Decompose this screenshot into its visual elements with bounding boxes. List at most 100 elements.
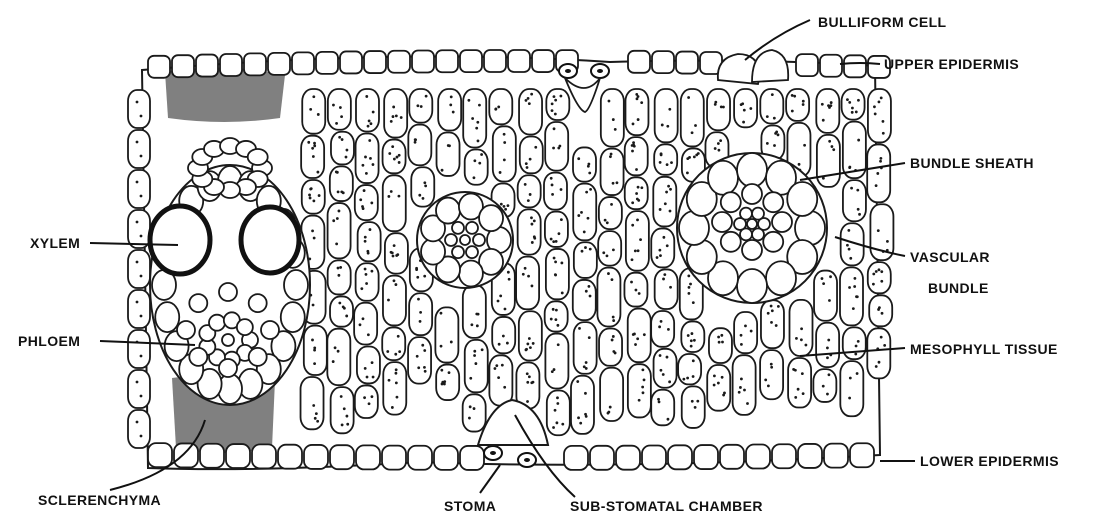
chloroplast: [395, 368, 398, 371]
chloroplast: [395, 372, 398, 375]
chloroplast: [140, 315, 143, 318]
chloroplast: [606, 221, 609, 224]
chloroplast: [662, 236, 665, 239]
chloroplast: [883, 344, 886, 347]
chloroplast: [555, 309, 558, 312]
mesophyll-cell: [651, 228, 674, 267]
chloroplast: [800, 327, 803, 330]
chloroplast: [450, 341, 453, 344]
chloroplast: [471, 117, 474, 120]
chloroplast: [631, 224, 634, 227]
chloroplast: [635, 192, 638, 195]
chloroplast: [368, 120, 371, 123]
chloroplast: [526, 343, 529, 346]
chloroplast: [478, 104, 481, 107]
chloroplast: [852, 307, 855, 310]
phloem-cell: [261, 321, 279, 339]
chloroplast: [346, 149, 349, 152]
chloroplast: [848, 397, 851, 400]
chloroplast: [527, 199, 530, 202]
minor-vascular-bundle: [417, 192, 513, 288]
chloroplast: [854, 277, 857, 280]
chloroplast: [608, 100, 611, 103]
chloroplast: [311, 229, 314, 232]
mesophyll-cell: [600, 368, 623, 421]
chloroplast: [370, 122, 373, 125]
chloroplast: [346, 423, 349, 426]
phloem-cell: [222, 334, 234, 346]
chloroplast: [848, 101, 851, 104]
mesophyll-cell: [465, 149, 488, 184]
chloroplast: [398, 195, 401, 198]
chloroplast: [638, 292, 641, 295]
chloroplast: [440, 312, 443, 315]
chloroplast: [667, 185, 670, 188]
chloroplast: [587, 165, 590, 168]
lower-epidermis-cell: [772, 444, 796, 468]
chloroplast: [390, 120, 393, 123]
label-mesophyll-tissue: MESOPHYLL TISSUE: [910, 341, 1058, 357]
chloroplast: [637, 95, 640, 98]
chloroplast: [396, 396, 399, 399]
chloroplast: [561, 292, 564, 295]
chloroplast: [850, 187, 853, 190]
chloroplast: [766, 142, 769, 145]
chloroplast: [507, 204, 510, 207]
chloroplast: [875, 365, 878, 368]
mesophyll-cell: [868, 262, 891, 293]
lower-epidermis-cell: [694, 445, 718, 469]
phloem-cell: [249, 348, 267, 366]
mesophyll-cell: [817, 135, 840, 187]
chloroplast: [560, 95, 563, 98]
chloroplast: [746, 402, 749, 405]
upper-stoma-pore: [597, 69, 603, 73]
mesophyll-cell: [128, 290, 150, 328]
chloroplast: [764, 378, 767, 381]
chloroplast: [318, 194, 321, 197]
chloroplast: [551, 109, 554, 112]
chloroplast: [440, 345, 443, 348]
chloroplast: [561, 423, 564, 426]
lower-epidermis-cell: [590, 446, 614, 470]
chloroplast: [669, 286, 672, 289]
chloroplast: [874, 113, 877, 116]
chloroplast: [583, 231, 586, 234]
chloroplast: [530, 381, 533, 384]
mesophyll-cell: [813, 369, 836, 402]
upper-epidermis-cell: [364, 51, 386, 73]
mesophyll-cell: [544, 173, 567, 210]
mesophyll-cell: [516, 257, 539, 310]
chloroplast: [846, 244, 849, 247]
chloroplast: [848, 166, 851, 169]
chloroplast: [346, 415, 349, 418]
mesophyll-cell: [761, 300, 784, 348]
leader-stoma: [480, 465, 500, 493]
mesophyll-cell: [869, 295, 892, 326]
chloroplast: [560, 218, 563, 221]
vascular-cell: [772, 212, 792, 232]
mesophyll-cell: [301, 377, 324, 429]
chloroplast: [423, 275, 426, 278]
chloroplast: [473, 407, 476, 410]
chloroplast: [686, 171, 689, 174]
chloroplast: [312, 404, 315, 407]
lower-epidermis-cell: [616, 446, 640, 470]
chloroplast: [530, 93, 533, 96]
chloroplast: [365, 282, 368, 285]
chloroplast: [609, 406, 612, 409]
chloroplast: [855, 295, 858, 298]
upper-epidermis-cell: [388, 51, 410, 73]
chloroplast: [886, 240, 889, 243]
chloroplast: [875, 270, 878, 273]
upper-epidermis-cell: [820, 55, 842, 77]
chloroplast: [611, 278, 614, 281]
label-bundle: BUNDLE: [928, 280, 989, 296]
chloroplast: [448, 144, 451, 147]
chloroplast: [686, 377, 689, 380]
chloroplast: [335, 171, 338, 174]
chloroplast: [531, 241, 534, 244]
chloroplast: [554, 273, 557, 276]
mesophyll-cell: [682, 386, 705, 428]
chloroplast: [497, 300, 500, 303]
